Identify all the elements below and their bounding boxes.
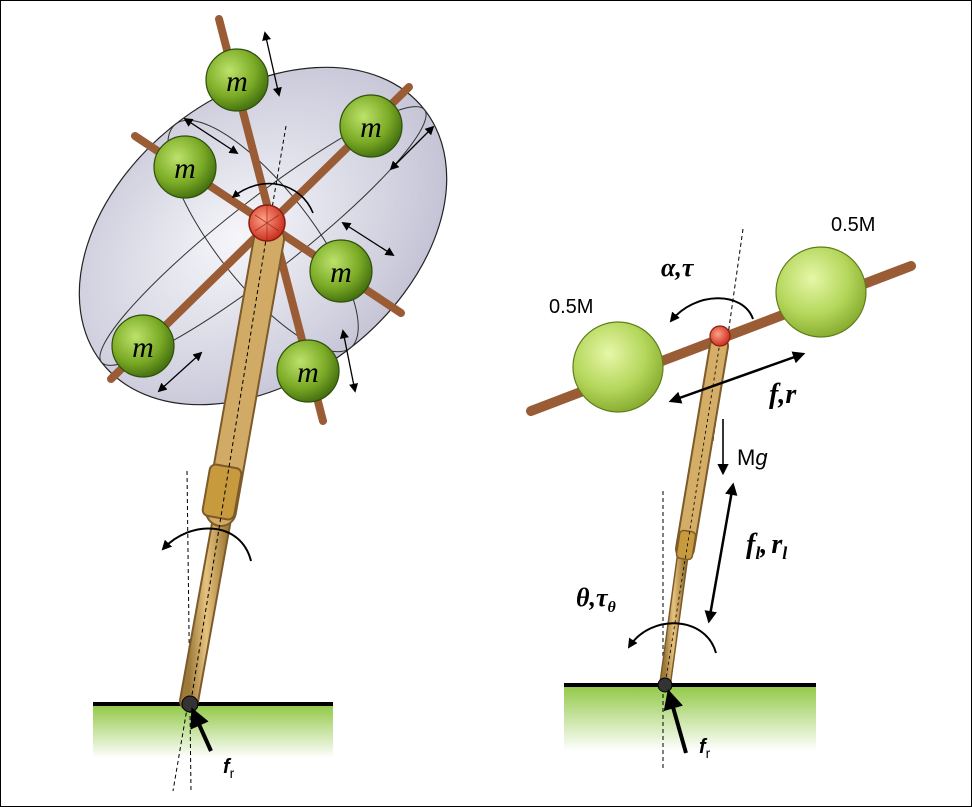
right-bar-force-arrow (668, 351, 806, 404)
right-hub-torque-label: α,τ (661, 253, 695, 282)
mass-1: m (205, 48, 269, 112)
mass-3-label: m (174, 152, 196, 185)
left-foot-pivot (181, 695, 199, 713)
mass-3: m (153, 135, 217, 199)
right-hub-rotation-arrow (669, 297, 754, 323)
right-foot-rotation-arrow (627, 622, 717, 654)
right-ground (564, 683, 816, 751)
right-bar-force-label: f,r (769, 379, 797, 410)
mass-5: m (111, 314, 175, 378)
mass-2: m (339, 94, 403, 158)
mass-1-label: m (226, 65, 248, 98)
mass-4-label: m (330, 256, 352, 289)
left-ground (93, 703, 333, 758)
right-leg-force-arrow (704, 482, 738, 624)
left-leg (179, 220, 285, 711)
left-leg-rotation-arrow (161, 527, 252, 562)
left-hub (248, 204, 286, 242)
left-hub-rotation-arrow (231, 182, 314, 214)
left-vertical-reference (186, 470, 192, 792)
right-mass-left-label: 0.5M (549, 296, 593, 318)
mass-slide-arrows (157, 31, 435, 393)
right-foot-pivot (657, 677, 673, 693)
right-mass-right (775, 246, 867, 338)
mass-6: m (276, 339, 340, 403)
right-hub (709, 325, 731, 347)
right-leg (659, 335, 729, 691)
mass-4: m (309, 239, 373, 303)
right-leg-force-label: fl,rl (746, 529, 787, 563)
left-ground-force-label: fr (223, 756, 235, 781)
right-foot-torque-label: θ,τθ (576, 583, 617, 616)
mass-5-label: m (132, 331, 154, 364)
right-weight-label: Mg (737, 445, 768, 470)
mass-2-label: m (360, 111, 382, 144)
right-ground-force-arrow (663, 689, 688, 754)
right-mass-left (572, 321, 664, 413)
mass-6-label: m (297, 356, 319, 389)
right-mass-right-label: 0.5M (831, 214, 875, 236)
right-ground-force-label: fr (699, 736, 711, 761)
right-figure: 0.5M 0.5M α,τ f,r Mg fl,rl θ,τθ fr (526, 214, 916, 771)
left-ground-force-arrow (190, 707, 213, 752)
left-figure: m m m m m m (78, 15, 448, 792)
